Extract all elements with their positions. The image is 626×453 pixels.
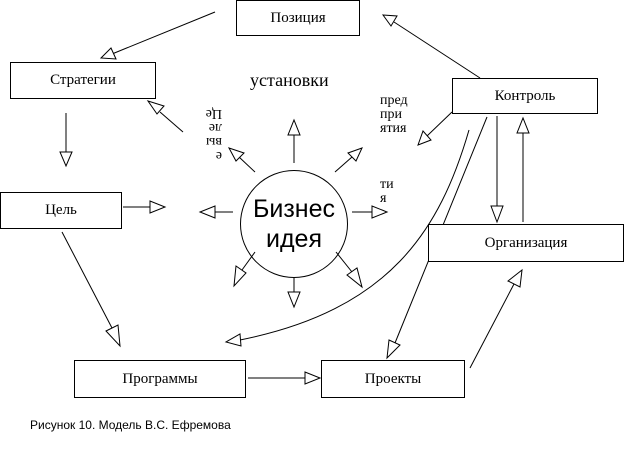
node-goal-label: Цель (45, 202, 77, 218)
node-strategies: Стратегии (10, 62, 156, 99)
node-programs: Программы (74, 360, 246, 398)
arrow-control-to-idea (426, 111, 453, 137)
arrowhead (105, 324, 121, 348)
arrowhead (59, 151, 73, 168)
node-position: Позиция (236, 0, 360, 36)
node-position-label: Позиция (270, 9, 326, 26)
arrowhead (146, 100, 165, 115)
node-programs-label: Программы (122, 370, 198, 387)
business-idea-line2: идея (266, 225, 322, 253)
arrowhead (149, 200, 167, 214)
label-enterprises-tail: ти я (380, 177, 394, 206)
arrowhead (99, 47, 117, 60)
arrowhead (224, 333, 242, 347)
arrow-goal-to-programs (61, 231, 113, 329)
node-goal: Цель (0, 192, 122, 229)
node-control-label: Контроль (494, 87, 556, 104)
arrow-idea-to-strategies (159, 111, 184, 133)
arrowhead (490, 205, 504, 224)
figure-caption: Рисунок 10. Модель В.С. Ефремова (30, 418, 231, 432)
business-idea-circle: Бизнес идея (240, 170, 348, 278)
arrowhead (381, 14, 398, 27)
node-strategies-label: Стратегии (50, 72, 116, 88)
node-organization-label: Организация (484, 234, 568, 251)
label-values-inverted: е вы ле Це (205, 106, 222, 163)
arrow-projects-to-organization (469, 283, 515, 369)
node-control: Контроль (452, 78, 598, 114)
arrow-position-to-strategies (111, 11, 216, 55)
node-organization: Организация (428, 224, 624, 262)
arrowhead (507, 268, 523, 288)
arrow-control-to-programs (239, 129, 470, 341)
arrowhead (386, 339, 401, 360)
node-projects-label: Проекты (364, 370, 422, 387)
arrowhead (304, 371, 322, 385)
arrow-control-to-position (393, 21, 481, 79)
label-installations: установки (250, 70, 329, 90)
arrowhead (516, 116, 530, 134)
label-enterprises-vertical: пред при ятия (380, 93, 408, 136)
arrowhead (417, 130, 432, 146)
business-idea-line1: Бизнес (252, 195, 336, 223)
node-projects: Проекты (321, 360, 465, 398)
idea-radial-arrows (198, 118, 389, 309)
